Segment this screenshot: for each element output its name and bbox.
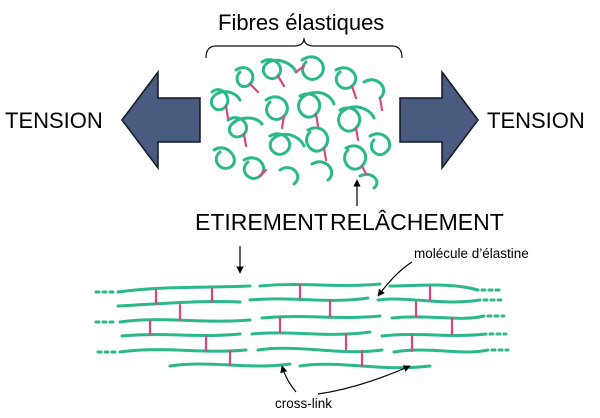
- relaxed-crosslinks: [224, 64, 384, 178]
- stretched-fibre: [258, 282, 382, 288]
- crosslink-mark: [360, 164, 368, 176]
- stretched-fibre: [120, 332, 242, 338]
- tension-label-right: TENSION: [487, 108, 585, 133]
- stretched-fibre: [116, 299, 242, 308]
- fibre-coil: [226, 116, 264, 139]
- crosslink-arrow-right: [317, 365, 411, 395]
- stretched-fibre: [116, 284, 252, 294]
- stretched-fibre: [260, 314, 382, 320]
- relachement-label: RELÂCHEMENT: [330, 209, 504, 235]
- fibre-coil: [337, 105, 376, 133]
- crosslink-mark: [224, 104, 230, 120]
- crosslink-mark: [322, 146, 328, 162]
- fibre-coil: [268, 132, 306, 156]
- fibre-coil: [209, 88, 242, 112]
- stretched-fibre: [390, 314, 486, 320]
- fibre-coil: [358, 173, 379, 190]
- stretched-fibre: [118, 348, 248, 354]
- stretched-fibre: [388, 283, 480, 292]
- tension-arrow-right: [399, 69, 479, 171]
- fibre-coil: [297, 90, 336, 119]
- fibre-coil: [310, 160, 334, 182]
- stretched-fibre: [376, 297, 482, 304]
- crosslink-mark: [258, 168, 268, 178]
- fibre-coil: [368, 132, 392, 157]
- tension-label-left: TENSION: [5, 108, 103, 133]
- stretched-fibre-dashes: [94, 288, 510, 354]
- molecule-label: molécule d’élastine: [414, 246, 529, 261]
- molecule-arrow: [377, 261, 413, 297]
- fibre-coil: [212, 146, 236, 170]
- stretched-fibre: [250, 330, 372, 336]
- stretched-fibre: [248, 296, 370, 302]
- crosslink-mark: [294, 64, 306, 74]
- crosslink-mark: [248, 82, 260, 94]
- diagram-title: Fibres élastiques: [218, 10, 385, 35]
- crosslink-mark: [354, 126, 360, 142]
- fibre-coil: [362, 78, 386, 100]
- stretched-fibre: [118, 318, 252, 324]
- tension-arrow-left: [121, 69, 201, 171]
- bracket: [205, 37, 403, 59]
- crosslink-mark: [242, 132, 248, 148]
- stretched-crosslinks: [148, 283, 454, 368]
- crosslink-label: cross-link: [275, 396, 333, 411]
- fibre-coil: [300, 55, 325, 81]
- stretched-fibre: [392, 348, 490, 354]
- crosslink-mark: [276, 74, 286, 88]
- crosslink-arrow-left: [280, 365, 297, 393]
- fibre-coil: [260, 58, 298, 81]
- crosslink-mark: [280, 114, 286, 130]
- stretched-fibre: [256, 346, 384, 354]
- fibre-coil: [278, 166, 300, 186]
- stretched-fibre: [380, 332, 488, 338]
- crosslink-mark: [350, 84, 358, 100]
- etirement-label: ETIREMENT: [195, 209, 328, 235]
- stretched-fibres: [116, 282, 490, 370]
- stretched-fibre: [298, 362, 432, 370]
- crosslink-mark: [378, 96, 384, 112]
- crosslink-mark: [314, 112, 320, 128]
- relaxed-fibres: [209, 55, 392, 190]
